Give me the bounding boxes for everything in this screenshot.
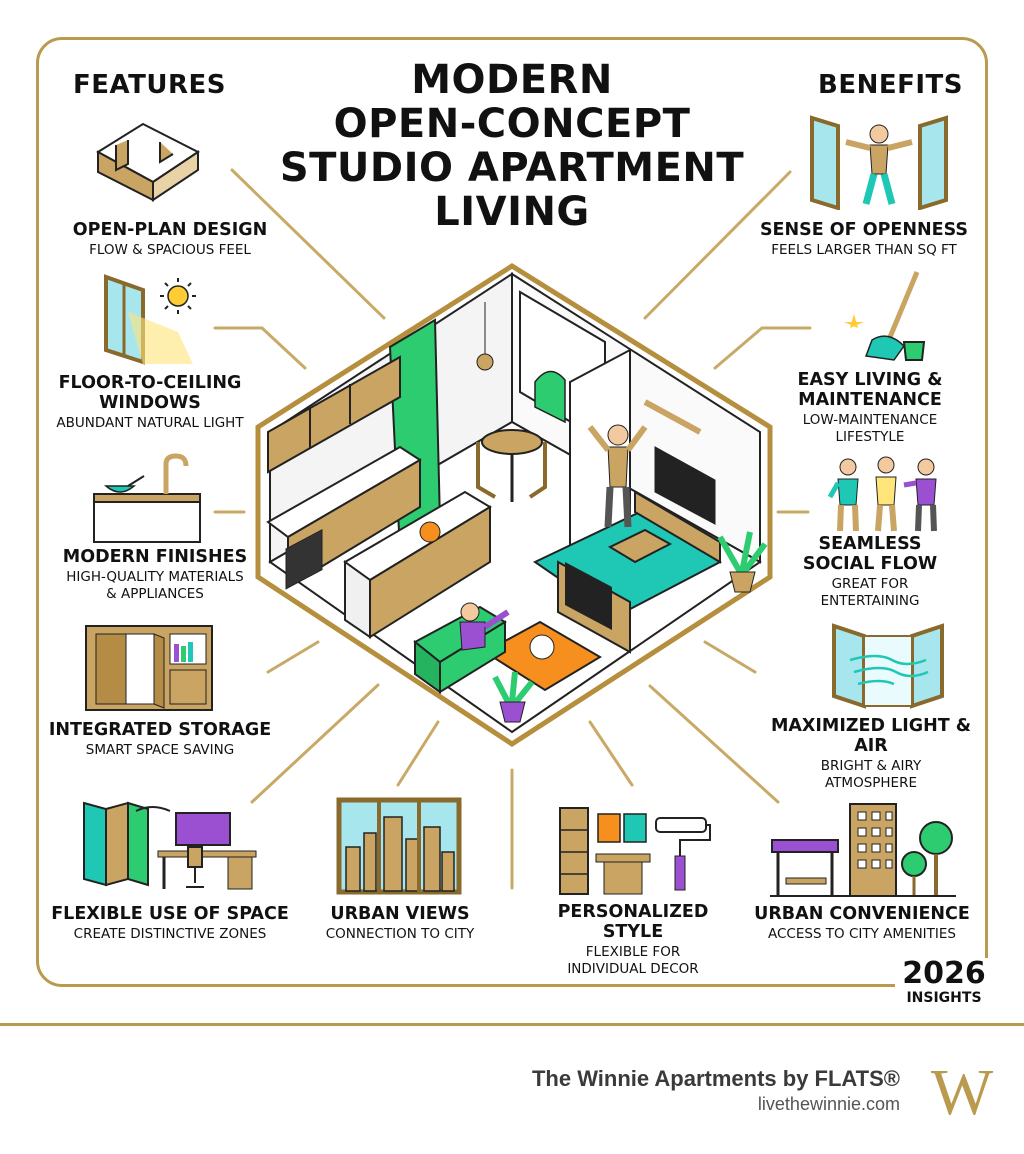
- benefit-title: SEAMLESS SOCIAL FLOW: [802, 534, 938, 574]
- benefit-personalized: PERSONALIZED STYLE FLEXIBLE FOR INDIVIDU…: [528, 902, 738, 978]
- benefit-subtitle: LOW-MAINTENANCE LIFESTYLE: [802, 412, 938, 445]
- insights-badge: 2026 INSIGHTS: [896, 956, 992, 1007]
- city-window-icon: [336, 797, 462, 895]
- feature-subtitle: HIGH-QUALITY MATERIALS & APPLIANCES: [66, 569, 244, 602]
- open-plan-room-icon: [96, 122, 200, 202]
- feature-subtitle: SMART SPACE SAVING: [85, 742, 235, 758]
- storage-cabinet-icon: [85, 625, 213, 711]
- feature-title: OPEN-PLAN DESIGN: [72, 220, 268, 240]
- benefit-title: PERSONALIZED STYLE: [557, 902, 709, 942]
- feature-subtitle: FLOW & SPACIOUS FEEL: [89, 242, 251, 258]
- insights-year: 2026: [902, 956, 986, 991]
- feature-open-plan: OPEN-PLAN DESIGN FLOW & SPACIOUS FEEL: [50, 220, 290, 259]
- people-group-icon: [827, 456, 937, 532]
- footer-divider: [0, 1023, 1024, 1026]
- logo-letter: W: [931, 1060, 994, 1120]
- feature-flexible: FLEXIBLE USE OF SPACE CREATE DISTINCTIVE…: [50, 904, 290, 943]
- benefit-urban-convenience: URBAN CONVENIENCE ACCESS TO CITY AMENITI…: [752, 904, 972, 943]
- winnie-logo-icon: W: [931, 1060, 994, 1120]
- feature-title: INTEGRATED STORAGE: [48, 720, 272, 740]
- feature-subtitle: CREATE DISTINCTIVE ZONES: [73, 926, 267, 942]
- insights-label: INSIGHTS: [906, 990, 982, 1006]
- feature-title: FLOOR-TO-CEILING WINDOWS: [58, 373, 242, 413]
- benefit-title: EASY LIVING & MAINTENANCE: [797, 370, 943, 410]
- feature-finishes: MODERN FINISHES HIGH-QUALITY MATERIALS &…: [40, 547, 270, 603]
- feature-subtitle: CONNECTION TO CITY: [325, 926, 475, 942]
- benefit-openness: SENSE OF OPENNESS FEELS LARGER THAN SQ F…: [754, 220, 974, 259]
- person-arms-open-icon: [810, 115, 948, 210]
- bus-stop-city-icon: [770, 803, 956, 897]
- benefit-light-air: MAXIMIZED LIGHT & AIR BRIGHT & AIRY ATMO…: [758, 716, 984, 792]
- benefit-social: SEAMLESS SOCIAL FLOW GREAT FOR ENTERTAIN…: [780, 534, 960, 610]
- window-sun-icon: [104, 274, 196, 365]
- benefit-subtitle: BRIGHT & AIRY ATMOSPHERE: [820, 758, 922, 791]
- benefits-heading: BENEFITS: [818, 70, 963, 100]
- feature-title: MODERN FINISHES: [62, 547, 248, 567]
- benefit-subtitle: GREAT FOR ENTERTAINING: [820, 576, 920, 609]
- mop-bucket-icon: [844, 271, 926, 361]
- frame-corner-gap: [895, 958, 1005, 1018]
- infographic-frame: [36, 37, 988, 987]
- benefit-title: URBAN CONVENIENCE: [754, 904, 970, 924]
- benefit-title: SENSE OF OPENNESS: [759, 220, 969, 240]
- brand-url[interactable]: livethewinnie.com: [757, 1094, 900, 1114]
- feature-windows: FLOOR-TO-CEILING WINDOWS ABUNDANT NATURA…: [40, 373, 260, 432]
- features-heading: FEATURES: [73, 70, 226, 100]
- page-title: MODERN OPEN-CONCEPT STUDIO APARTMENT LIV…: [279, 57, 745, 235]
- feature-title: URBAN VIEWS: [330, 904, 470, 924]
- feature-subtitle: ABUNDANT NATURAL LIGHT: [56, 415, 244, 431]
- connector-lines: [213, 168, 812, 890]
- benefit-subtitle: FLEXIBLE FOR INDIVIDUAL DECOR: [567, 944, 699, 977]
- brand-name: The Winnie Apartments by FLATS®: [531, 1066, 900, 1091]
- apartment-illustration: [255, 263, 773, 747]
- kitchen-sink-icon: [93, 453, 201, 543]
- feature-storage: INTEGRATED STORAGE SMART SPACE SAVING: [40, 720, 280, 759]
- benefit-subtitle: FEELS LARGER THAN SQ FT: [771, 242, 957, 258]
- feature-title: FLEXIBLE USE OF SPACE: [51, 904, 289, 924]
- benefit-title: MAXIMIZED LIGHT & AIR: [770, 716, 972, 756]
- brand-block: The Winnie Apartments by FLATS® livethew…: [532, 1066, 900, 1115]
- benefit-easy-living: EASY LIVING & MAINTENANCE LOW-MAINTENANC…: [770, 370, 970, 446]
- decor-paint-roller-icon: [559, 807, 711, 895]
- benefit-subtitle: ACCESS TO CITY AMENITIES: [768, 926, 956, 942]
- room-divider-desk-icon: [83, 801, 257, 890]
- open-window-breeze-icon: [832, 623, 944, 709]
- feature-urban-views: URBAN VIEWS CONNECTION TO CITY: [300, 904, 500, 943]
